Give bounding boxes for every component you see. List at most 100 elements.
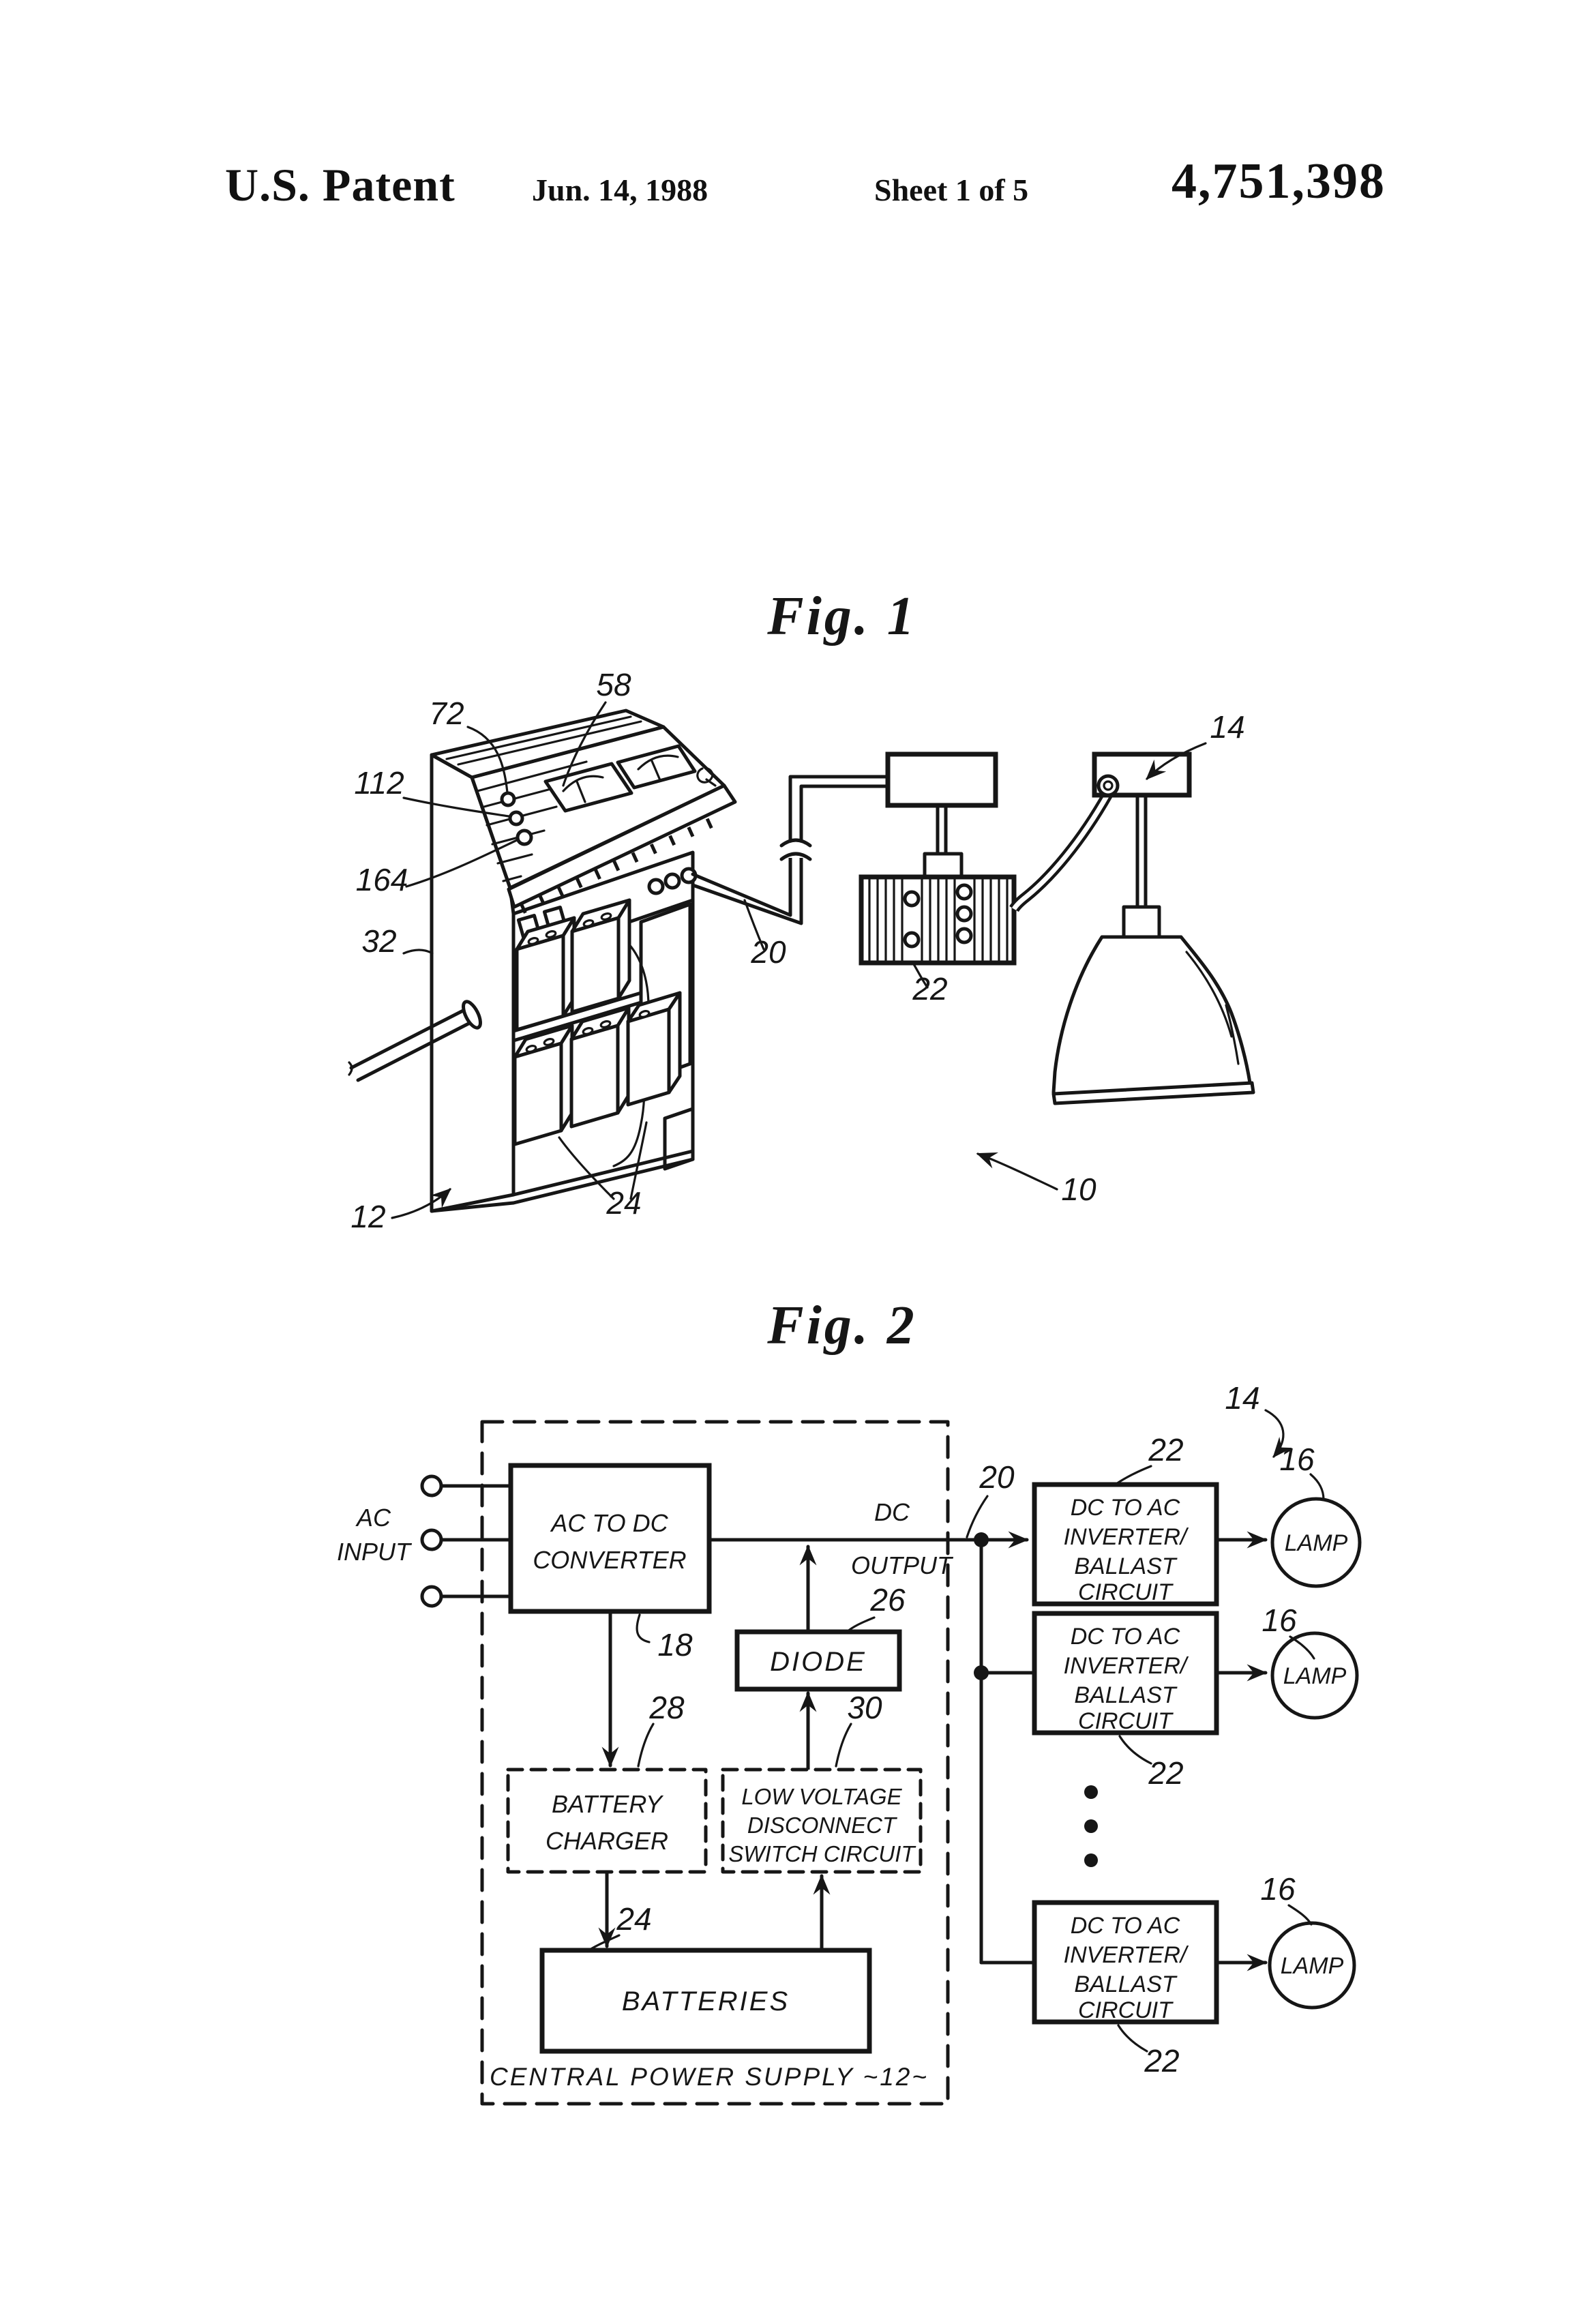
- lamp-1-label: LAMP: [1285, 1530, 1348, 1556]
- flexible-cable-inner: [1011, 792, 1111, 910]
- lvd-label-line2: DISCONNECT: [747, 1813, 898, 1838]
- cabinet-side-panel: [430, 753, 516, 1213]
- flexible-cable-outer: [1009, 791, 1113, 912]
- ac-input-terminals: [420, 1474, 513, 1608]
- inverter-1-line2: INVERTER/: [1064, 1524, 1189, 1550]
- inverter-3-line1: DC TO AC: [1071, 1913, 1180, 1939]
- ref-label-30: 30: [847, 1690, 882, 1725]
- lvd-label-line3: SWITCH CIRCUIT: [728, 1841, 916, 1866]
- ref-label-16-1: 16: [1279, 1442, 1315, 1477]
- block-diode: [734, 1629, 902, 1692]
- lamp-circle-3: [1268, 1921, 1356, 2010]
- leader-16-1: [1309, 1473, 1325, 1501]
- patent-header-title: U.S. Patent: [225, 159, 456, 211]
- ref-label-24: 24: [606, 1185, 641, 1221]
- ref-label-32: 32: [361, 923, 396, 959]
- inverter-2-line2: INVERTER/: [1064, 1653, 1189, 1679]
- ref-label-164: 164: [356, 862, 408, 897]
- ref-label-20: 20: [750, 934, 786, 970]
- inverter-2-line3: BALLAST: [1074, 1682, 1178, 1708]
- ref-label-26: 26: [869, 1582, 906, 1618]
- leader-22-1: [1113, 1465, 1152, 1487]
- charger-label-line1: BATTERY: [552, 1790, 664, 1818]
- inverter-2-line1: DC TO AC: [1071, 1624, 1180, 1650]
- ref-label-28: 28: [648, 1690, 685, 1725]
- ac-input-label-line2: INPUT: [337, 1538, 413, 1566]
- cable-grommet-inner: [1103, 780, 1114, 791]
- patent-header-date: Jun. 14, 1988: [532, 173, 708, 207]
- fig1-title: Fig. 1: [766, 586, 917, 646]
- lamp-shade-rim: [1051, 1081, 1255, 1105]
- cable-grommet: [1096, 774, 1120, 797]
- battery: [570, 898, 631, 1014]
- block-batteries: [539, 1948, 872, 2054]
- lamp-shade: [1051, 935, 1252, 1094]
- cabinet-ledge: [507, 784, 737, 909]
- batteries-label: BATTERIES: [622, 1986, 790, 2016]
- battery-blocks: [513, 898, 682, 1146]
- inverter-3-line2: INVERTER/: [1064, 1942, 1189, 1968]
- ref-label-10: 10: [1061, 1172, 1096, 1207]
- dc-output-label-line1: DC: [874, 1498, 910, 1526]
- ac-input-label-line1: AC: [355, 1504, 391, 1532]
- inverter-3-line3: BALLAST: [1074, 1971, 1178, 1997]
- fig1-leader-lines: [391, 701, 1207, 1219]
- patent-header-number: 4,751,398: [1171, 153, 1386, 209]
- block-ac-to-dc-converter: [508, 1463, 712, 1614]
- battery: [515, 916, 576, 1032]
- arrow-12: [391, 1188, 451, 1219]
- fig2-diagram: CENTRAL POWER SUPPLY ~12~ AC INPUT AC TO…: [337, 1380, 1362, 2106]
- leader-20: [966, 1495, 989, 1538]
- bolt: [903, 931, 921, 949]
- bolt: [955, 883, 973, 901]
- ceiling-box-1: [885, 751, 998, 808]
- vent-slot-row: [519, 816, 719, 914]
- inverter-1-line3: BALLAST: [1074, 1553, 1178, 1579]
- lvd-label-line1: LOW VOLTAGE: [741, 1784, 902, 1809]
- block-inverter-1: [1032, 1482, 1219, 1607]
- ref-label-18: 18: [657, 1627, 693, 1663]
- ref-label-14: 14: [1225, 1380, 1259, 1416]
- ballast-fins: [868, 876, 1009, 964]
- inverter-ballast-unit: [859, 874, 1017, 966]
- bolt: [955, 905, 973, 923]
- panel-hook-icon: [696, 766, 717, 787]
- front-light-1: [647, 878, 665, 895]
- ref-label-14: 14: [1210, 709, 1244, 745]
- block-battery-charger: [506, 1768, 708, 1874]
- ref-label-72: 72: [429, 696, 464, 731]
- leader-16-2: [1289, 1635, 1315, 1660]
- inverter-2-line4: CIRCUIT: [1078, 1708, 1174, 1734]
- leader-28: [637, 1723, 655, 1768]
- central-power-supply-caption: CENTRAL POWER SUPPLY ~12~: [490, 2063, 929, 2091]
- lamp-2-label: LAMP: [1283, 1663, 1347, 1689]
- inverter-1-line1: DC TO AC: [1071, 1495, 1180, 1521]
- ref-label-24: 24: [616, 1901, 651, 1937]
- ref-label-12: 12: [350, 1199, 385, 1234]
- leader-24: [586, 1934, 621, 1952]
- lamp-3-label: LAMP: [1281, 1953, 1344, 1979]
- lamp-stem: [1135, 793, 1148, 909]
- cabinet-roof-shading: [445, 715, 642, 766]
- lamp-socket: [1122, 905, 1161, 939]
- inverter-3-line4: CIRCUIT: [1078, 1997, 1174, 2023]
- leader-30: [835, 1723, 852, 1768]
- ref-label-22-1: 22: [1148, 1432, 1183, 1468]
- fig1-drawing: 72 58 112 164 32 20 12 24 22 14 10: [348, 667, 1255, 1234]
- ref-label-16-3: 16: [1260, 1871, 1296, 1907]
- analog-meter-left: [543, 762, 633, 813]
- patent-header-sheet: Sheet 1 of 5: [874, 173, 1029, 207]
- dc-output-label-line2: OUTPUT: [851, 1551, 954, 1579]
- front-light-2: [663, 872, 681, 890]
- terminal-circle: [420, 1474, 443, 1498]
- indicator-72: [500, 791, 516, 807]
- lamp-circle-2: [1270, 1631, 1359, 1720]
- pipe-flange: [462, 1000, 482, 1030]
- indicator-112: [508, 810, 524, 826]
- leader-18: [636, 1613, 651, 1643]
- inverter-1-line4: CIRCUIT: [1078, 1579, 1174, 1605]
- leader-26: [846, 1616, 876, 1633]
- ref-label-22: 22: [912, 971, 947, 1007]
